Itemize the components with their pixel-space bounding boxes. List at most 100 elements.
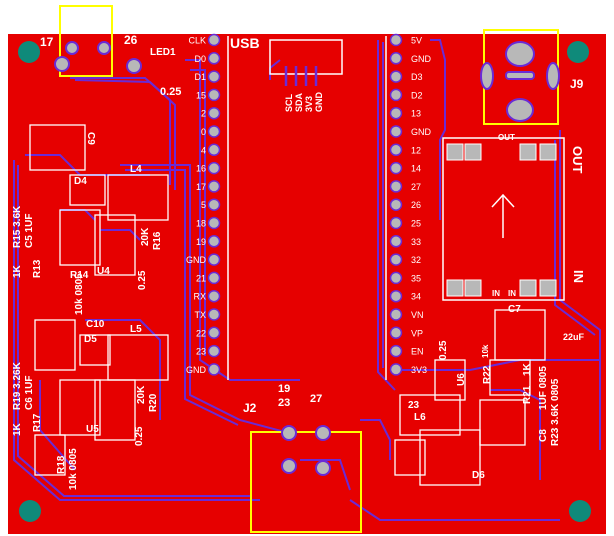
esp-left-pad-1	[207, 52, 221, 65]
esp-left-pin-label-14: RX	[193, 292, 206, 302]
esp-left-pad-0	[207, 33, 221, 47]
label-in-pad-2: IN	[508, 289, 516, 298]
label-l6: L6	[414, 412, 426, 423]
esp-left-pin-label-0: CLK	[188, 36, 206, 46]
label-23: 23	[278, 397, 290, 409]
mounting-hole-bottom-right	[569, 500, 591, 522]
label-r16: R16	[152, 231, 163, 250]
esp-left-pin-label-8: 17	[196, 182, 206, 192]
label-r14: R14	[70, 270, 89, 281]
label-c6: C6 1UF	[24, 376, 35, 410]
label-025-left-b: 0.25	[134, 426, 145, 446]
left-component-outlines	[29, 124, 169, 476]
esp-left-pin-label-11: 19	[196, 237, 206, 247]
esp-right-pin-label-15: VN	[411, 310, 424, 320]
esp-left-pad-5	[207, 125, 221, 138]
esp-right-pad-13	[389, 271, 403, 285]
label-1k-right: 1K	[522, 362, 533, 376]
esp-right-pin-label-8: 27	[411, 182, 421, 192]
label-j9: J9	[570, 77, 584, 91]
label-1k-b: 1K	[12, 422, 23, 436]
esp-right-pin-label-16: VP	[411, 328, 423, 338]
power-pad-2	[97, 41, 111, 55]
label-r18: R18	[56, 455, 67, 474]
esp-right-pin-label-17: EN	[411, 347, 424, 357]
label-025-right: 0.25	[438, 340, 449, 360]
esp-left-pin-label-13: 21	[196, 273, 206, 283]
esp-right-pad-1	[389, 52, 403, 65]
esp-left-pad-4	[207, 106, 221, 120]
label-d5: D5	[84, 334, 97, 345]
power-pad-1	[65, 41, 79, 55]
esp-right-pad-11	[389, 235, 403, 248]
label-025: 0.25	[160, 86, 181, 98]
left-component-labels: C9 D4 L4 R15 3.6K C5 1UF R13 1K R14 U4 R…	[12, 132, 163, 490]
esp-right-pad-15	[389, 308, 403, 321]
esp-left-pin-label-6: 4	[201, 145, 206, 155]
right-component-labels: C7 22uF 0.25 U6 R22 R21 1K 10k C8 1UF 08…	[414, 304, 585, 481]
label-10k-right: 10k	[481, 344, 490, 358]
esp-right-pad-5	[389, 125, 403, 138]
label-usb: USB	[230, 35, 260, 51]
esp-left-pad-17	[207, 344, 221, 358]
esp-left-pad-15	[207, 308, 221, 321]
esp-right-pin-label-3: D2	[411, 90, 423, 100]
esp-right-pin-label-2: D3	[411, 72, 423, 82]
esp-left-pad-11	[207, 235, 221, 248]
label-17: 17	[40, 35, 54, 49]
esp-right-pad-0	[389, 33, 403, 47]
label-d6: D6	[472, 470, 485, 481]
esp-right-pin-label-18: 3V3	[411, 365, 427, 375]
usb-pin-3v3: 3V3	[304, 96, 314, 112]
label-r13: R13	[32, 259, 43, 278]
esp-right-pin-label-1: GND	[411, 54, 432, 64]
header-labels: 17 26 LED1 0.25 USB J9 OUT IN IN IN OUT …	[40, 33, 586, 415]
right-component-outlines	[394, 309, 546, 486]
esp-left-pad-12	[207, 253, 221, 266]
esp-right-pad-18	[389, 363, 403, 376]
esp-left-pad-3	[207, 88, 221, 102]
esp-left-pin-label-10: 18	[196, 219, 206, 229]
esp-right-pads	[389, 33, 403, 376]
label-c9: C9	[85, 132, 96, 145]
esp-left-pad-6	[207, 143, 221, 157]
esp-right-pin-label-6: 12	[411, 145, 421, 155]
label-l5: L5	[130, 324, 142, 335]
label-u4: U4	[97, 266, 110, 277]
esp-right-pad-3	[389, 88, 403, 102]
esp-right-pad-6	[389, 143, 403, 157]
label-025-left: 0.25	[137, 270, 148, 290]
label-19: 19	[278, 383, 290, 395]
esp-right-pin-label-7: 14	[411, 164, 421, 174]
esp-left-pin-label-2: D1	[194, 72, 206, 82]
label-c7: C7	[508, 304, 521, 315]
label-10k: 10k 0805	[74, 273, 85, 315]
label-u6: U6	[456, 373, 467, 386]
power-pad-3	[54, 56, 70, 72]
esp-left-pad-10	[207, 216, 221, 230]
esp-right-pad-14	[389, 289, 403, 303]
esp-left-pin-label-4: 2	[201, 109, 206, 119]
esp-left-pad-18	[207, 363, 221, 376]
label-c8-value: 1UF 0805	[538, 366, 549, 410]
label-r20: R20	[148, 393, 159, 412]
esp-left-pad-13	[207, 271, 221, 285]
mounting-hole-top-left	[18, 41, 40, 63]
esp-left-pin-label-9: 5	[201, 200, 206, 210]
esp-left-pin-label-7: 16	[196, 164, 206, 174]
esp-right-pin-label-0: 5V	[411, 36, 422, 46]
esp-right-pad-9	[389, 198, 403, 211]
label-out-main: OUT	[570, 146, 585, 174]
esp-right-pin-label-4: 13	[411, 109, 421, 119]
esp-left-pin-label-5: 0	[201, 127, 206, 137]
label-r21: R21	[522, 385, 533, 404]
j9-barrel-jack	[480, 41, 560, 122]
label-c10: C10	[86, 319, 105, 330]
esp-left-pin-label-1: D0	[194, 54, 206, 64]
esp-left-pad-9	[207, 198, 221, 211]
esp-right-pin-label-9: 26	[411, 200, 421, 210]
label-r17: R17	[32, 413, 43, 432]
esp-right-pin-label-12: 32	[411, 255, 421, 265]
esp-right-pin-label-11: 33	[411, 237, 421, 247]
